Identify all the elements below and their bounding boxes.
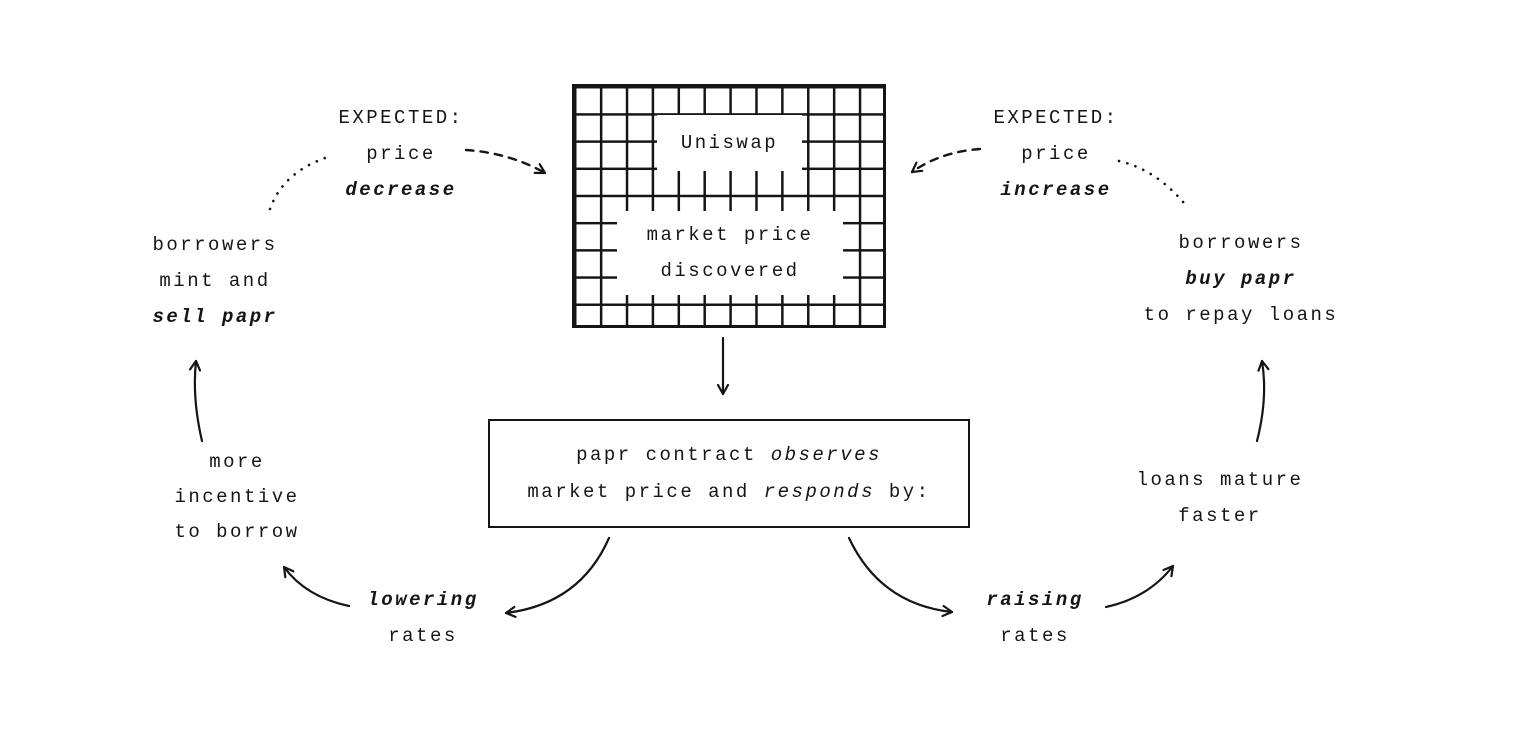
expected-increase-label: EXPECTED: price increase <box>926 100 1186 208</box>
incentive-line1: more <box>209 451 265 473</box>
papr-contract-box: papr contract observes market price and … <box>488 419 970 528</box>
borrowers-left-line1: borrowers <box>152 234 278 256</box>
expected-left-line1: EXPECTED: <box>338 107 464 129</box>
papr-line2-plain-b: by: <box>874 480 931 503</box>
arrow-papr-to-lowering-icon <box>504 536 611 618</box>
expected-right-line1: EXPECTED: <box>993 107 1119 129</box>
papr-line2-plain-a: market price and <box>527 480 764 503</box>
papr-line1-plain: papr contract <box>576 443 771 466</box>
borrowers-left-line2: mint and <box>159 270 271 292</box>
raising-line2: rates <box>1000 625 1070 647</box>
dotted-curve-right-icon <box>1117 159 1190 210</box>
market-price-line2: discovered <box>660 260 800 282</box>
loans-line2: faster <box>1178 505 1262 527</box>
lowering-line1: lowering <box>367 589 479 611</box>
uniswap-title-text: Uniswap <box>680 132 779 154</box>
market-price-line1: market price <box>646 224 814 246</box>
borrowers-buy-label: borrowers buy papr to repay loans <box>1111 225 1371 333</box>
incentive-label: more incentive to borrow <box>107 445 367 550</box>
loans-mature-label: loans mature faster <box>1090 462 1350 534</box>
market-price-caption: market price discovered <box>617 211 843 295</box>
papr-line2-italic: responds <box>763 480 875 503</box>
arrow-raising-to-loans-icon <box>1104 564 1175 609</box>
lowering-rates-label: lowering rates <box>293 582 553 654</box>
borrowers-right-line2: buy papr <box>1185 268 1297 290</box>
borrowers-right-line1: borrowers <box>1178 232 1304 254</box>
papr-box-line2: market price and responds by: <box>527 474 930 511</box>
expected-left-line3: decrease <box>345 179 457 201</box>
incentive-line3: to borrow <box>174 521 300 543</box>
papr-line1-italic: observes <box>770 443 882 466</box>
raising-line1: raising <box>986 589 1084 611</box>
expected-right-line2: price <box>1021 143 1091 165</box>
arrow-papr-to-raising-icon <box>847 536 954 618</box>
expected-left-line2: price <box>366 143 436 165</box>
arrow-loans-to-borrowers-right-icon <box>1255 359 1270 443</box>
borrowers-sell-label: borrowers mint and sell papr <box>85 227 345 335</box>
dotted-curve-left-icon <box>268 155 330 211</box>
uniswap-box: Uniswap market price discovered <box>572 84 886 328</box>
papr-box-line1: papr contract observes <box>576 437 882 474</box>
loans-line1: loans mature <box>1136 469 1304 491</box>
raising-rates-label: raising rates <box>905 582 1165 654</box>
borrowers-right-line3: to repay loans <box>1143 304 1339 326</box>
borrowers-left-line3: sell papr <box>152 306 278 328</box>
expected-right-line3: increase <box>1000 179 1112 201</box>
arrow-lowering-to-incentive-icon <box>282 565 351 608</box>
dashed-arrow-left-icon <box>464 148 547 175</box>
incentive-line2: incentive <box>174 486 300 508</box>
arrow-incentive-to-borrowers-left-icon <box>188 359 204 443</box>
lowering-line2: rates <box>388 625 458 647</box>
dashed-arrow-right-icon <box>910 147 982 174</box>
uniswap-title: Uniswap <box>657 115 802 171</box>
expected-decrease-label: EXPECTED: price decrease <box>271 100 531 208</box>
